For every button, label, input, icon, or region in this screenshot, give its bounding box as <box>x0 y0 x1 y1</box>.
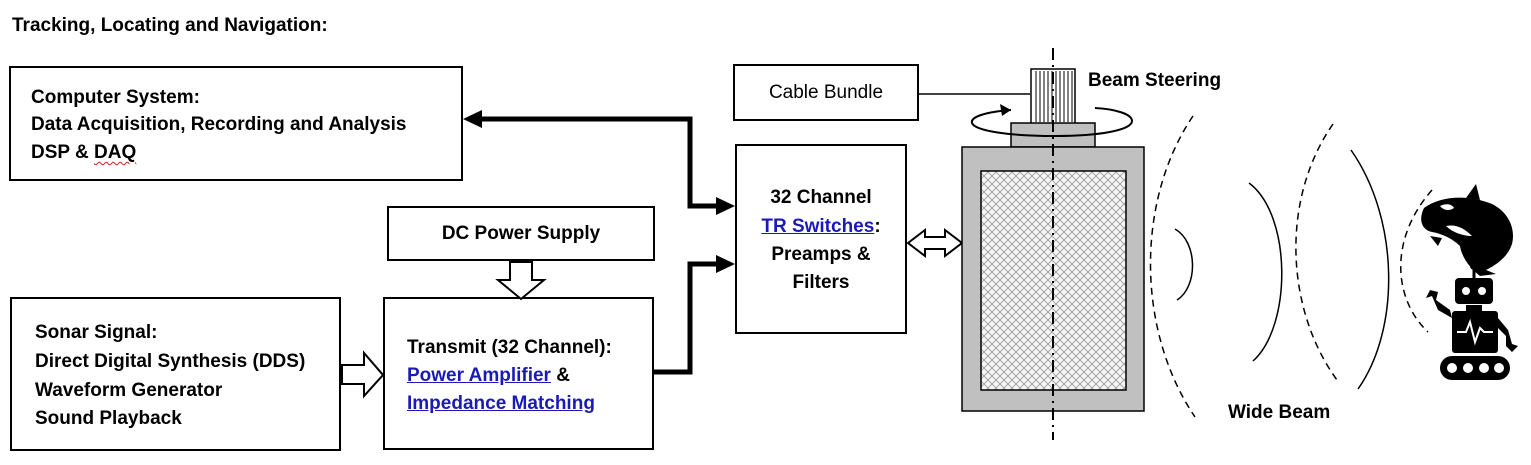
rotation-arrow-icon <box>970 104 1134 138</box>
sonar-signal-line2: Direct Digital Synthesis (DDS) <box>35 351 306 372</box>
tr-switch-colon: : <box>874 216 881 237</box>
impedance-matching-link[interactable]: Impedance Matching <box>407 393 595 414</box>
arrowhead-right-top <box>716 197 735 215</box>
tr-switch-line3: Preamps & <box>771 244 871 265</box>
right-arrow-icon <box>341 350 385 399</box>
sonar-signal-line4: Sound Playback <box>35 408 182 429</box>
arrowhead-left <box>463 110 482 128</box>
computer-system-title: Computer System: <box>31 87 200 108</box>
wavefront-2 <box>1248 182 1283 362</box>
sonar-signal-line3: Waveform Generator <box>35 380 223 401</box>
transmit-tr-connection <box>654 255 735 375</box>
transmit-line3: Impedance Matching <box>407 390 595 418</box>
tr-switch-line1: 32 Channel <box>770 187 872 208</box>
beam-steering-label: Beam Steering <box>1088 70 1222 91</box>
tr-switch-line2: TR Switches: <box>737 213 905 241</box>
computer-system-line3: DSP & DAQ <box>31 139 136 167</box>
wavefront-dashed-1 <box>1149 115 1196 418</box>
daq-text: DAQ <box>94 142 137 163</box>
computer-system-box: Computer System: Data Acquisition, Recor… <box>9 66 463 181</box>
transmit-amp-text: & <box>550 365 570 386</box>
wavefront-dashed-3 <box>1400 189 1433 333</box>
dc-power-supply-label: DC Power Supply <box>441 223 601 244</box>
tr-switches-link[interactable]: TR Switches <box>761 216 875 237</box>
wavefront-3 <box>1350 149 1390 390</box>
cable-bundle-label: Cable Bundle <box>768 82 884 103</box>
tr-switch-box: 32 Channel TR Switches: Preamps & Filter… <box>735 144 907 334</box>
wide-beam-label: Wide Beam <box>1228 402 1331 423</box>
dsp-text: DSP & <box>31 142 95 163</box>
sonar-signal-box: Sonar Signal: Direct Digital Synthesis (… <box>10 297 341 451</box>
wavefront-dashed-2 <box>1295 123 1338 381</box>
computer-system-line2: Data Acquisition, Recording and Analysis <box>31 114 407 135</box>
wavefront-1 <box>1174 228 1194 301</box>
robot-icon <box>1426 262 1518 380</box>
sonar-signal-title: Sonar Signal: <box>35 322 158 343</box>
dc-power-supply-box: DC Power Supply <box>387 206 655 261</box>
cable-bundle-box: Cable Bundle <box>733 64 919 121</box>
sonar-wavefronts <box>1149 115 1433 418</box>
computer-tr-connection <box>463 110 735 215</box>
double-arrow-icon <box>906 227 964 259</box>
tr-switch-line4: Filters <box>792 272 850 293</box>
orca-icon <box>1421 184 1514 276</box>
transmit-box: Transmit (32 Channel): Power Amplifier &… <box>383 297 654 450</box>
diagram-heading: Tracking, Locating and Navigation: <box>12 15 328 36</box>
transmit-title: Transmit (32 Channel): <box>407 337 612 358</box>
down-arrow-icon <box>495 261 547 301</box>
power-amplifier-link[interactable]: Power Amplifier <box>407 365 551 386</box>
transmit-line2: Power Amplifier & <box>407 362 570 390</box>
arrowhead-right-bottom <box>716 255 735 273</box>
